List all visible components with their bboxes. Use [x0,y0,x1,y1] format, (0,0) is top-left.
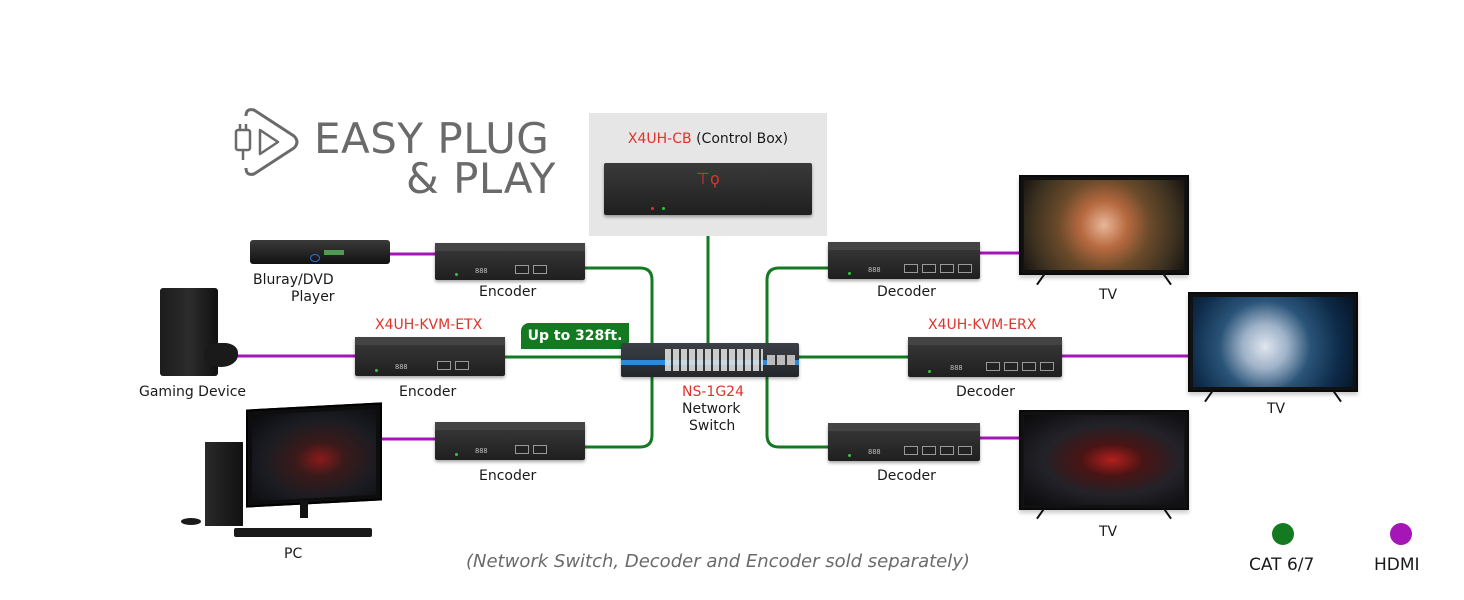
decoder-1-device: 888 [828,242,980,279]
tv-1-screen [1024,180,1184,270]
tv-3-label: TV [1099,524,1118,540]
cat-wire-encoder1 [584,266,654,344]
footnote: (Network Switch, Decoder and Encoder sol… [466,551,970,572]
switch-label-2: Switch [689,418,736,434]
gamepad-device [204,343,238,367]
tv-3-display [1019,410,1189,510]
legend-cat-dot [1272,523,1294,545]
pc-label: PC [284,546,303,562]
encoder-model-label: X4UH-KVM-ETX [375,317,483,333]
tv-2-screen [1193,297,1353,387]
tv-3-screen [1024,415,1184,505]
bluray-logo-ring [310,254,320,262]
encoder-2-device: 888 [355,337,505,376]
tv-2-label: TV [1267,401,1286,417]
tv-1-display [1019,175,1189,275]
pc-mouse [181,518,201,525]
control-box-panel: X4UH-CB (Control Box) ⊤ϙ [589,113,827,236]
encoder-3-label: Encoder [479,468,537,484]
legend-hdmi-label: HDMI [1374,555,1420,575]
control-box-title: X4UH-CB (Control Box) [589,131,827,147]
decoder-3-device: 888 [828,423,980,461]
bluray-label-2: Player [291,289,335,305]
decoder-1-label: Decoder [877,284,936,300]
control-box-model: X4UH-CB [627,131,692,147]
network-switch-device [621,343,799,377]
encoder-2-label: Encoder [399,384,457,400]
title-line-2: & PLAY [406,154,556,203]
cat-wire-decoder3 [765,376,828,449]
encoder-1-device: 888 [435,243,585,280]
pc-tower-device [205,442,243,526]
decoder-2-device: 888 [908,337,1062,377]
legend-cat-label: CAT 6/7 [1249,555,1315,575]
encoder-1-label: Encoder [479,284,537,300]
cat-wire-decoder1 [765,266,828,344]
control-box-device: ⊤ϙ [604,163,812,215]
encoder-digits: 888 [475,267,488,275]
control-box-label: (Control Box) [696,131,789,147]
switch-sfp-ports [767,355,795,365]
decoder-2-label: Decoder [956,384,1015,400]
title-line-1: EASY PLUG [314,114,550,163]
switch-ports [665,349,763,371]
decoder-3-label: Decoder [877,468,936,484]
bluray-player-device [250,240,390,264]
pc-monitor-device [246,402,382,508]
pc-monitor-screen [252,408,376,502]
distance-badge: Up to 328ft. [521,323,629,349]
decoder-model-label: X4UH-KVM-ERX [928,317,1037,333]
encoder-3-device: 888 [435,422,585,460]
bluray-label-1: Bluray/DVD [253,272,334,288]
tv-2-display [1188,292,1358,392]
legend-hdmi-dot [1390,523,1412,545]
plug-play-icon [232,104,302,180]
switch-label-1: Network [682,401,741,417]
gaming-device-label: Gaming Device [139,384,247,400]
status-led-red [651,207,654,210]
control-box-logo-icon: ⊤ϙ [696,169,720,188]
bluray-display [324,250,344,255]
cat-wire-encoder3 [584,376,654,449]
encoder-digits: 888 [475,447,488,455]
status-led-green [662,207,665,210]
switch-model-label: NS-1G24 [682,384,744,400]
pc-monitor-stand [300,500,308,518]
tv-1-label: TV [1099,287,1118,303]
pc-keyboard [234,528,372,537]
encoder-digits: 888 [395,363,408,371]
